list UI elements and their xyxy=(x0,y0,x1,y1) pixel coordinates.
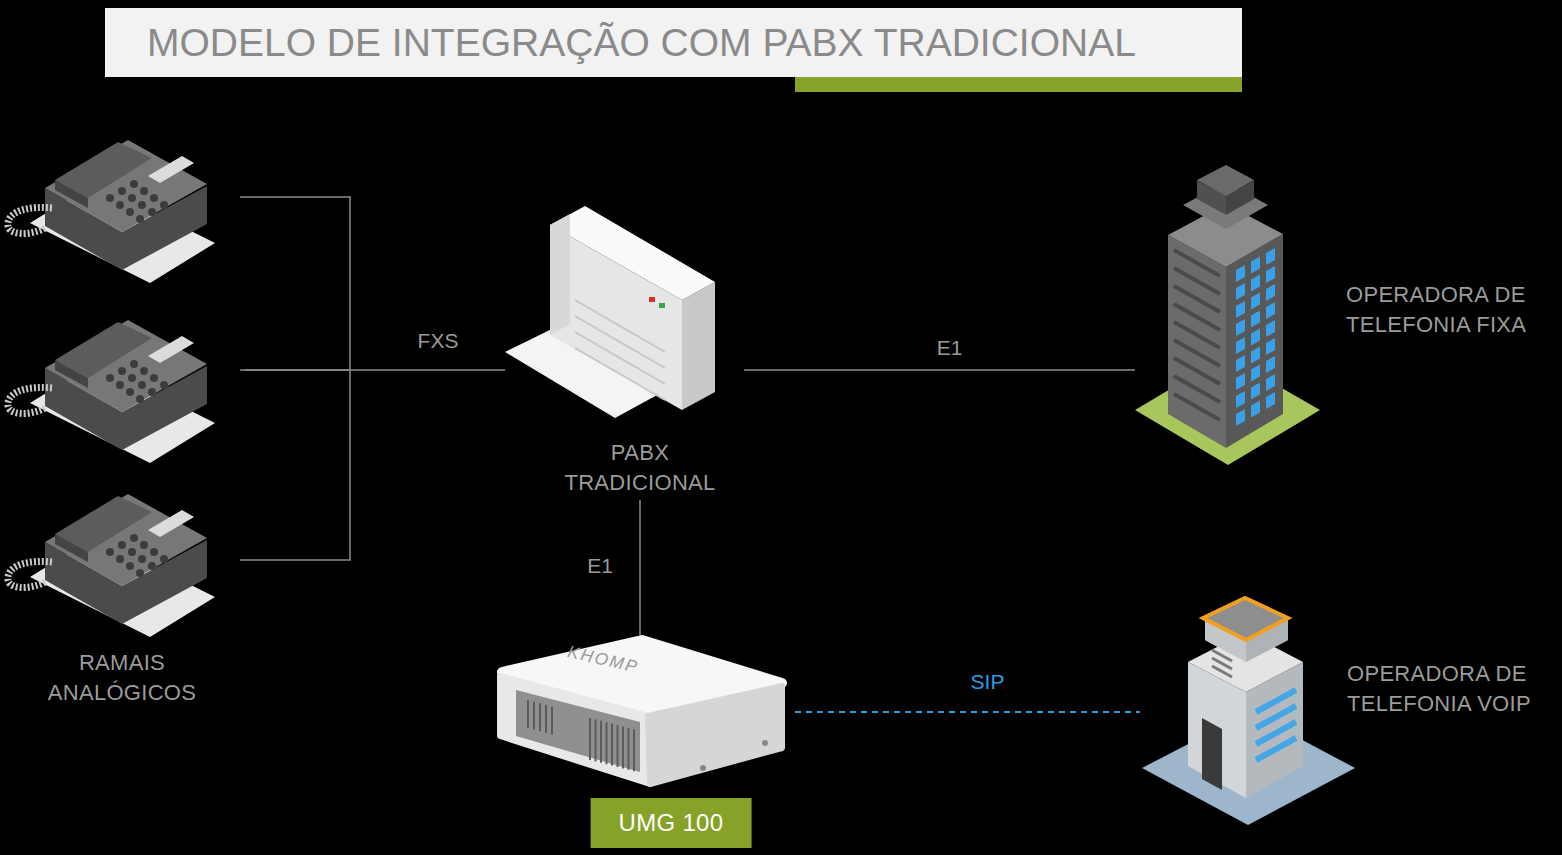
phone xyxy=(8,140,215,283)
title: MODELO DE INTEGRAÇÃO COM PABX TRADICIONA… xyxy=(105,8,1242,77)
voip-building xyxy=(1142,598,1355,825)
connector xyxy=(795,712,1140,713)
pabx: PABX TRADICIONAL xyxy=(505,210,744,500)
fixed-operator: OPERADORA DE TELEFONIA FIXA xyxy=(1135,150,1545,470)
node-label: UMG 100 xyxy=(591,798,752,848)
connector xyxy=(640,500,641,635)
umg-device xyxy=(500,640,782,784)
phone-group: RAMAIS ANALÓGICOS xyxy=(0,120,245,710)
node-label: RAMAIS ANALÓGICOS xyxy=(22,648,222,708)
node-label: PABX TRADICIONAL xyxy=(540,438,740,498)
phone xyxy=(8,320,215,463)
gateway: UMG 100 xyxy=(495,635,795,850)
node-label: OPERADORA DE TELEFONIA FIXA xyxy=(1346,280,1542,340)
connector xyxy=(245,370,505,371)
edge-label: E1 xyxy=(587,554,613,578)
edge-label: E1 xyxy=(937,336,963,360)
node-label: OPERADORA DE TELEFONIA VOIP xyxy=(1347,659,1543,719)
edge-label: SIP xyxy=(971,670,1005,694)
phone xyxy=(8,494,215,637)
connector xyxy=(744,370,1135,371)
voip-operator: OPERADORA DE TELEFONIA VOIP xyxy=(1140,595,1545,805)
office-tower xyxy=(1135,165,1320,465)
brand-label: KHOMP xyxy=(566,642,641,678)
edge-label: FXS xyxy=(418,329,459,353)
title-bar xyxy=(795,77,1242,92)
pabx-unit xyxy=(505,206,715,418)
phone-wiring xyxy=(240,197,350,560)
